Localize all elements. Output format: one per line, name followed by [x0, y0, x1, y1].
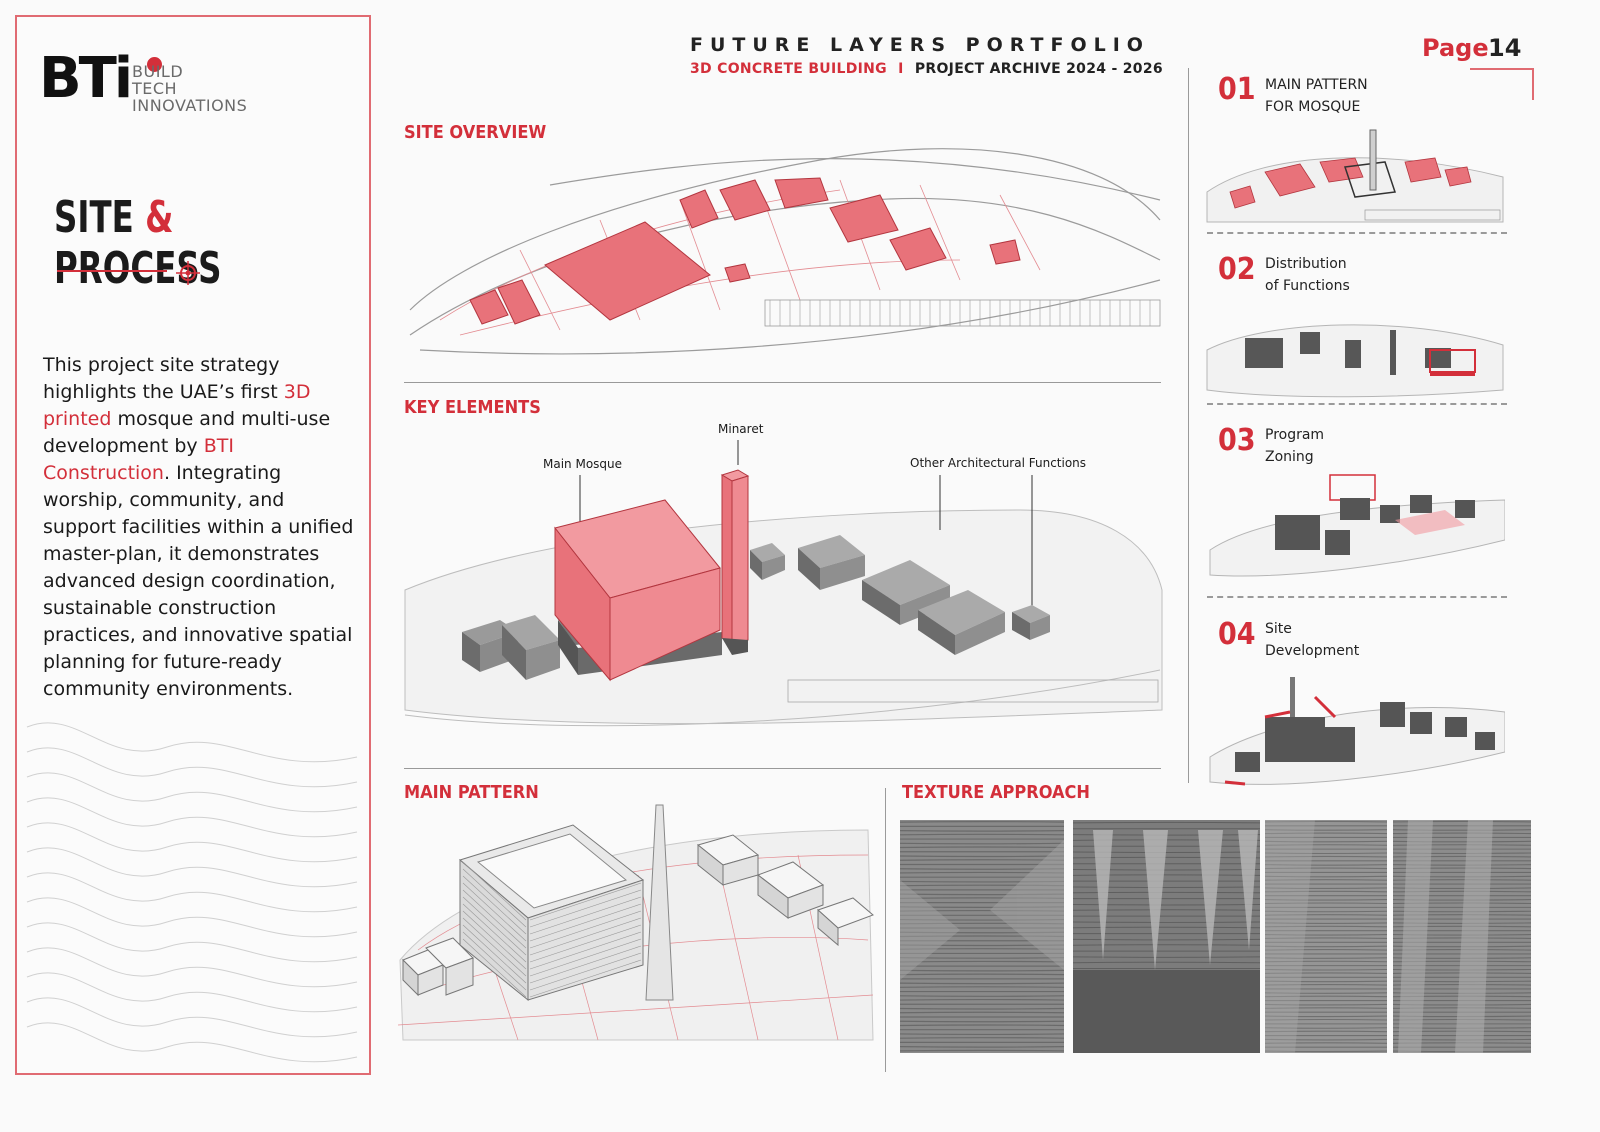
- logo-dot: [147, 57, 162, 72]
- step-divider-1: [1207, 232, 1507, 234]
- step-02-drawing: [1206, 324, 1504, 398]
- portfolio-title: FUTURE LAYERS PORTFOLIO: [690, 34, 1150, 56]
- site-overview-drawing: [409, 148, 1161, 355]
- texture-photo-2: [1073, 820, 1260, 1053]
- corner-bracket: [1470, 68, 1534, 100]
- texture-photo-3: [1265, 820, 1387, 1053]
- left-panel: BTi BUILD TECH INNOVATIONS SITE & PROCES…: [15, 15, 371, 1075]
- key-elements-drawing: [404, 440, 1163, 727]
- texture-divider: [885, 788, 886, 1072]
- step-number-02: 02: [1218, 252, 1256, 287]
- logo-line-tech: TECH: [132, 79, 178, 98]
- crosshair-icon: [176, 261, 200, 285]
- main-pattern-drawing: [398, 804, 874, 1041]
- step-number-03: 03: [1218, 423, 1256, 458]
- step-divider-3: [1207, 596, 1507, 598]
- rule-1: [404, 382, 1161, 383]
- portfolio-subtitle: 3D CONCRETE BUILDING I PROJECT ARCHIVE 2…: [690, 61, 1163, 77]
- section-title-site-overview: SITE OVERVIEW: [404, 122, 547, 143]
- bti-logo: BTi: [39, 51, 162, 107]
- section-title-main-pattern: MAIN PATTERN: [404, 782, 539, 803]
- logo-line-innovations: INNOVATIONS: [132, 96, 248, 115]
- section-title-key-elements: KEY ELEMENTS: [404, 397, 541, 418]
- logo-subtitle: BUILD TECH INNOVATIONS: [132, 63, 247, 114]
- step-04-drawing: [1209, 677, 1505, 786]
- section-title-texture-approach: TEXTURE APPROACH: [902, 782, 1090, 803]
- step-03-drawing: [1209, 474, 1505, 577]
- page-number: 14: [1488, 34, 1522, 62]
- texture-photo-1: [900, 820, 1064, 1053]
- step-number-01: 01: [1218, 72, 1256, 107]
- label-main-mosque: Main Mosque: [543, 457, 623, 471]
- page-label: Page: [1422, 34, 1489, 62]
- texture-photo-4: [1393, 820, 1531, 1053]
- step-divider-2: [1207, 403, 1507, 405]
- title-divider: [57, 270, 167, 272]
- intro-paragraph: This project site strategy highlights th…: [43, 354, 354, 700]
- logo-line-build: BUILD: [132, 62, 184, 81]
- step-number-04: 04: [1218, 617, 1256, 652]
- rule-2: [404, 768, 1161, 769]
- right-column-divider: [1188, 68, 1189, 783]
- logo-mark: BTi: [39, 46, 133, 111]
- label-minaret: Minaret: [718, 422, 764, 436]
- decorative-waves: [26, 722, 358, 1063]
- label-other-functions: Other Architectural Functions: [910, 456, 1087, 470]
- step-01-drawing: [1206, 129, 1504, 223]
